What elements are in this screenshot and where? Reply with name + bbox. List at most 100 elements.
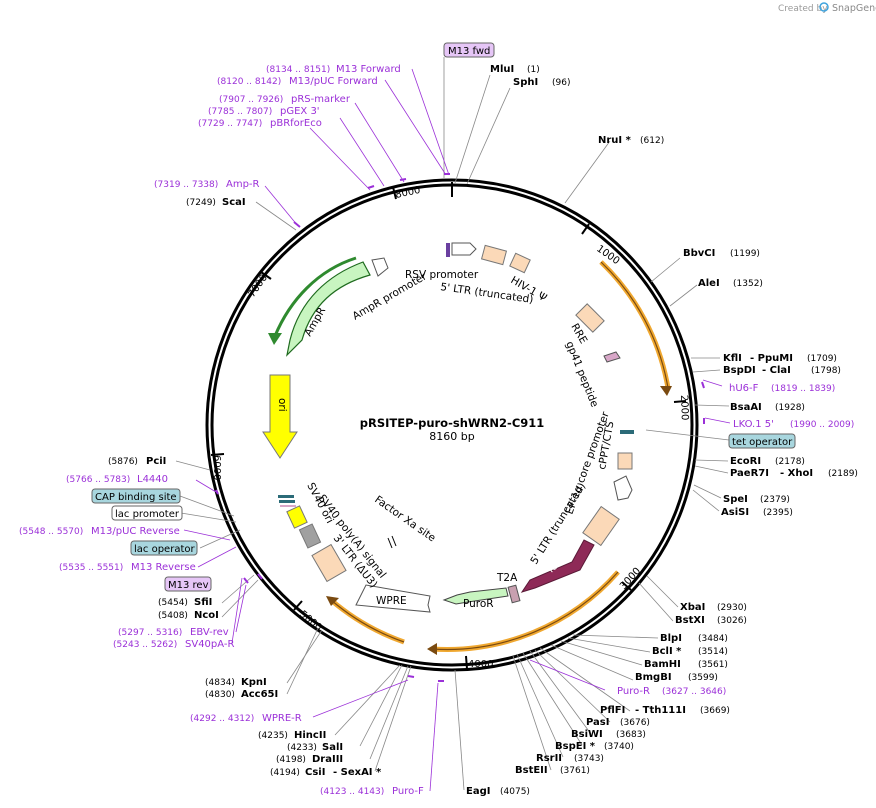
ori-label: ori [276, 398, 288, 412]
gp41-arrow [603, 351, 621, 363]
site-ncoi: NcoI [194, 610, 219, 621]
m13-rev-label: M13 rev [168, 580, 209, 591]
plasmid-name: pRSITEP-puro-shWRN2-C911 [360, 416, 545, 430]
site-bstxi: BstXI [675, 615, 705, 626]
svg-text:(4235): (4235) [258, 731, 288, 741]
tick-3000: 3000 [618, 566, 643, 592]
site-bsiwi: BsiWI [571, 729, 603, 740]
site-sali: SalI [322, 742, 343, 753]
site-paer7i: PaeR7I [730, 468, 769, 479]
site-csii: CsiI [305, 767, 325, 778]
site-bspei: BspEI * [555, 741, 596, 752]
primer-prs-marker: pRS-marker [291, 94, 351, 105]
ampr-arrow [286, 261, 371, 357]
primer-leader-lines [183, 68, 731, 792]
gp41-label: gp41 peptide [563, 340, 600, 409]
site-bmgbi: BmgBI [635, 672, 672, 683]
plasmid-length: 8160 bp [429, 430, 474, 443]
tetr-arrow [520, 539, 595, 593]
lac-promoter-box [111, 505, 183, 521]
site-hincii: HincII [294, 730, 326, 741]
svg-text:(1798): (1798) [811, 366, 841, 376]
m13-fwd-label: M13 fwd [448, 46, 490, 57]
site-labels: MluI (1) SphI (96) NruI * (612) BbvCI (1… [108, 64, 858, 797]
svg-text:(5535 .. 5551): (5535 .. 5551) [59, 563, 123, 573]
tet-operator-label: tet operator [732, 437, 793, 448]
primer-pgex3: pGEX 3' [280, 106, 320, 117]
puror-label: PuroR [463, 598, 494, 610]
sv40ori-box [286, 505, 308, 529]
boxed-labels: M13 fwd M13 rev tet operator CAP binding… [91, 42, 796, 592]
svg-text:(3669): (3669) [700, 706, 730, 716]
svg-text:(5297 .. 5316): (5297 .. 5316) [118, 628, 182, 638]
site-draiii: DraIII [312, 754, 343, 765]
leader-lines [175, 57, 730, 791]
m13-rev-box [164, 576, 212, 592]
site-xbai: XbaI [680, 602, 705, 613]
primer-marks [215, 173, 705, 682]
rsv-label: RSV promoter [405, 269, 479, 281]
rre-box [575, 303, 605, 333]
svg-text:(1709): (1709) [807, 354, 837, 364]
tick-4000: 4000 [468, 659, 493, 670]
site-rsrii: RsrII [536, 753, 562, 764]
svg-text:(3484): (3484) [698, 634, 728, 644]
ltr3-box [311, 543, 347, 583]
svg-text:(3599): (3599) [688, 673, 718, 683]
snapgene-logo-icon [819, 2, 829, 12]
svg-text:(7907 .. 7926): (7907 .. 7926) [219, 95, 283, 105]
primer-puro-f: Puro-F [392, 786, 424, 797]
svg-text:(7729 .. 7747): (7729 .. 7747) [198, 119, 262, 129]
svg-text:(3026): (3026) [717, 616, 747, 626]
svg-text:(3761): (3761) [560, 766, 590, 776]
site-spei: SpeI [723, 494, 748, 505]
primer-m13puc-reverse: M13/pUC Reverse [91, 526, 180, 537]
tick-8000: 8000 [394, 185, 421, 201]
svg-text:(7249): (7249) [186, 198, 216, 208]
primer-wpre-r: WPRE-R [262, 713, 302, 724]
svg-text:- Tth111I: - Tth111I [635, 705, 686, 716]
wpre-label: WPRE [376, 595, 407, 607]
lac-stripes [278, 495, 296, 507]
svg-text:(5408): (5408) [158, 611, 188, 621]
factor-xa-mark1 [387, 537, 393, 549]
backbone-outer [205, 178, 699, 672]
svg-text:(5548 .. 5570): (5548 .. 5570) [19, 527, 83, 537]
svg-text:(3627 .. 3646): (3627 .. 3646) [662, 687, 726, 697]
svg-text:(2379): (2379) [760, 495, 790, 505]
svg-text:(5766 .. 5783): (5766 .. 5783) [66, 475, 130, 485]
ltr5b-box [582, 505, 620, 547]
svg-text:(4233): (4233) [287, 743, 317, 753]
lac-operator-label: lac operator [134, 544, 195, 555]
rsv-start-mark [446, 243, 450, 257]
site-bamhi: BamHI [644, 659, 681, 670]
puror-arrow [442, 587, 509, 605]
site-mlui: MluI [490, 64, 514, 75]
svg-text:(3740): (3740) [604, 742, 634, 752]
svg-text:(2930): (2930) [717, 603, 747, 613]
svg-text:(4194): (4194) [270, 768, 300, 778]
svg-text:(3514): (3514) [698, 647, 728, 657]
primer-lko1: LKO.1 5' [733, 419, 774, 430]
site-blpi: BlpI [660, 633, 682, 644]
svg-text:(1): (1) [527, 65, 540, 75]
site-bsteii: BstEII [515, 765, 548, 776]
tick-2000: 2000 [678, 395, 690, 421]
factor-xa-mark2 [391, 535, 397, 547]
lac-promoter-label: lac promoter [115, 509, 180, 520]
rsv-promoter-arrow [451, 242, 477, 256]
svg-text:(4834): (4834) [205, 678, 235, 688]
svg-text:(96): (96) [552, 78, 570, 88]
primer-amp-r: Amp-R [226, 179, 260, 190]
primer-sv40pa-r: SV40pA-R [185, 639, 234, 650]
tet-operator-mark [620, 430, 634, 434]
primer-m13puc-forward: M13/pUC Forward [289, 76, 378, 87]
cap-binding-box [91, 488, 181, 504]
site-acc65i: Acc65I [241, 689, 278, 700]
svg-text:- XhoI: - XhoI [780, 468, 813, 479]
site-kfli: KflI [723, 353, 742, 364]
site-eagi: EagI [466, 786, 490, 797]
site-scai: ScaI [222, 197, 246, 208]
site-bsaai: BsaAI [730, 402, 762, 413]
svg-text:(3743): (3743) [574, 754, 604, 764]
